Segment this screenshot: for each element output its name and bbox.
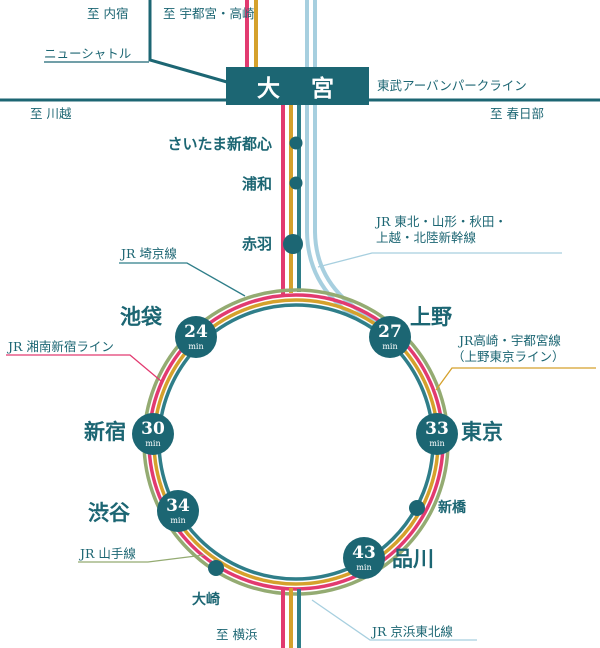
- osaki-dot: [208, 560, 224, 576]
- station-akabane: 赤羽: [241, 235, 272, 253]
- ueno-time-circle: 27 min: [369, 316, 411, 358]
- label-to-kasukabe: 至 春日部: [490, 106, 544, 121]
- new-shuttle-line: [148, 0, 228, 84]
- ikebukuro-minutes-unit: min: [188, 341, 204, 351]
- label-to-yokohama: 至 横浜: [216, 627, 258, 642]
- shinjuku-minutes: 30: [141, 418, 165, 439]
- ueno-minutes: 27: [378, 321, 402, 342]
- station-shinjuku: 新宿: [84, 419, 126, 444]
- station-saitama-shintoshin: さいたま新都心: [167, 135, 272, 153]
- station-shinagawa: 品川: [392, 546, 434, 571]
- ikebukuro-time-circle: 24 min: [175, 316, 217, 358]
- label-to-uchijuku: 至 内宿: [87, 6, 129, 21]
- akabane-dot: [283, 234, 303, 254]
- label-takasaki-utsunomiya-line2: （上野東京ライン）: [452, 349, 565, 364]
- tokyo-time-circle: 33 min: [416, 413, 458, 455]
- label-tobu-urban-park-line: 東武アーバンパークライン: [377, 78, 527, 93]
- ueno-minutes-unit: min: [382, 341, 398, 351]
- station-omiya-box: 大 宮: [226, 67, 369, 105]
- keihin-tohoku-label-connector: [311, 599, 477, 641]
- saikyo-label-connector: [119, 262, 246, 297]
- shinagawa-minutes-unit: min: [356, 562, 372, 572]
- station-ikebukuro: 池袋: [120, 304, 162, 329]
- label-keihin-tohoku-line: JR 京浜東北線: [372, 624, 453, 639]
- label-shonan-shinjuku-line: JR 湘南新宿ライン: [8, 339, 114, 354]
- yamanote-label-connector: [78, 554, 205, 563]
- trunk-lines-top: [245, 0, 317, 68]
- label-yamanote-line: JR 山手線: [80, 546, 136, 561]
- station-osaki: 大崎: [192, 592, 220, 608]
- label-to-utsunomiya-takasaki: 至 宇都宮・高崎: [163, 6, 255, 21]
- tokyo-minutes: 33: [425, 418, 449, 439]
- station-dots: [208, 136, 425, 576]
- label-connectors: [6, 252, 596, 641]
- shinjuku-time-circle: 30 min: [132, 413, 174, 455]
- station-shibuya: 渋谷: [88, 500, 130, 525]
- station-urawa: 浦和: [241, 175, 272, 193]
- shinkansen-label-connector: [317, 252, 562, 268]
- shonan-shinjuku-label-connector: [6, 354, 162, 382]
- ikebukuro-minutes: 24: [184, 321, 208, 342]
- takasaki-utsunomiya-label-connector: [435, 367, 596, 391]
- shibuya-minutes-unit: min: [170, 515, 186, 525]
- saitama-shintoshin-dot: [289, 136, 303, 150]
- shinagawa-minutes: 43: [352, 542, 376, 563]
- label-shinkansen-line1: JR 東北・山形・秋田・: [376, 214, 507, 229]
- label-new-shuttle: ニューシャトル: [44, 46, 132, 61]
- label-takasaki-utsunomiya-line1: JR高崎・宇都宮線: [459, 333, 561, 348]
- label-saikyo-line: JR 埼京線: [121, 246, 177, 261]
- shibuya-minutes: 34: [166, 495, 190, 516]
- bottom-exit-lines: [281, 587, 301, 648]
- urawa-dot: [289, 176, 303, 190]
- shinjuku-minutes-unit: min: [145, 438, 161, 448]
- station-shimbashi: 新橋: [438, 500, 466, 516]
- station-ueno: 上野: [410, 304, 452, 329]
- shinagawa-time-circle: 43 min: [343, 537, 385, 579]
- label-to-kawagoe: 至 川越: [30, 106, 72, 121]
- label-shinkansen-line2: 上越・北陸新幹線: [376, 230, 477, 245]
- shimbashi-dot: [409, 500, 425, 516]
- station-tokyo: 東京: [461, 419, 503, 444]
- shibuya-time-circle: 34 min: [157, 490, 199, 532]
- tokyo-minutes-unit: min: [429, 438, 445, 448]
